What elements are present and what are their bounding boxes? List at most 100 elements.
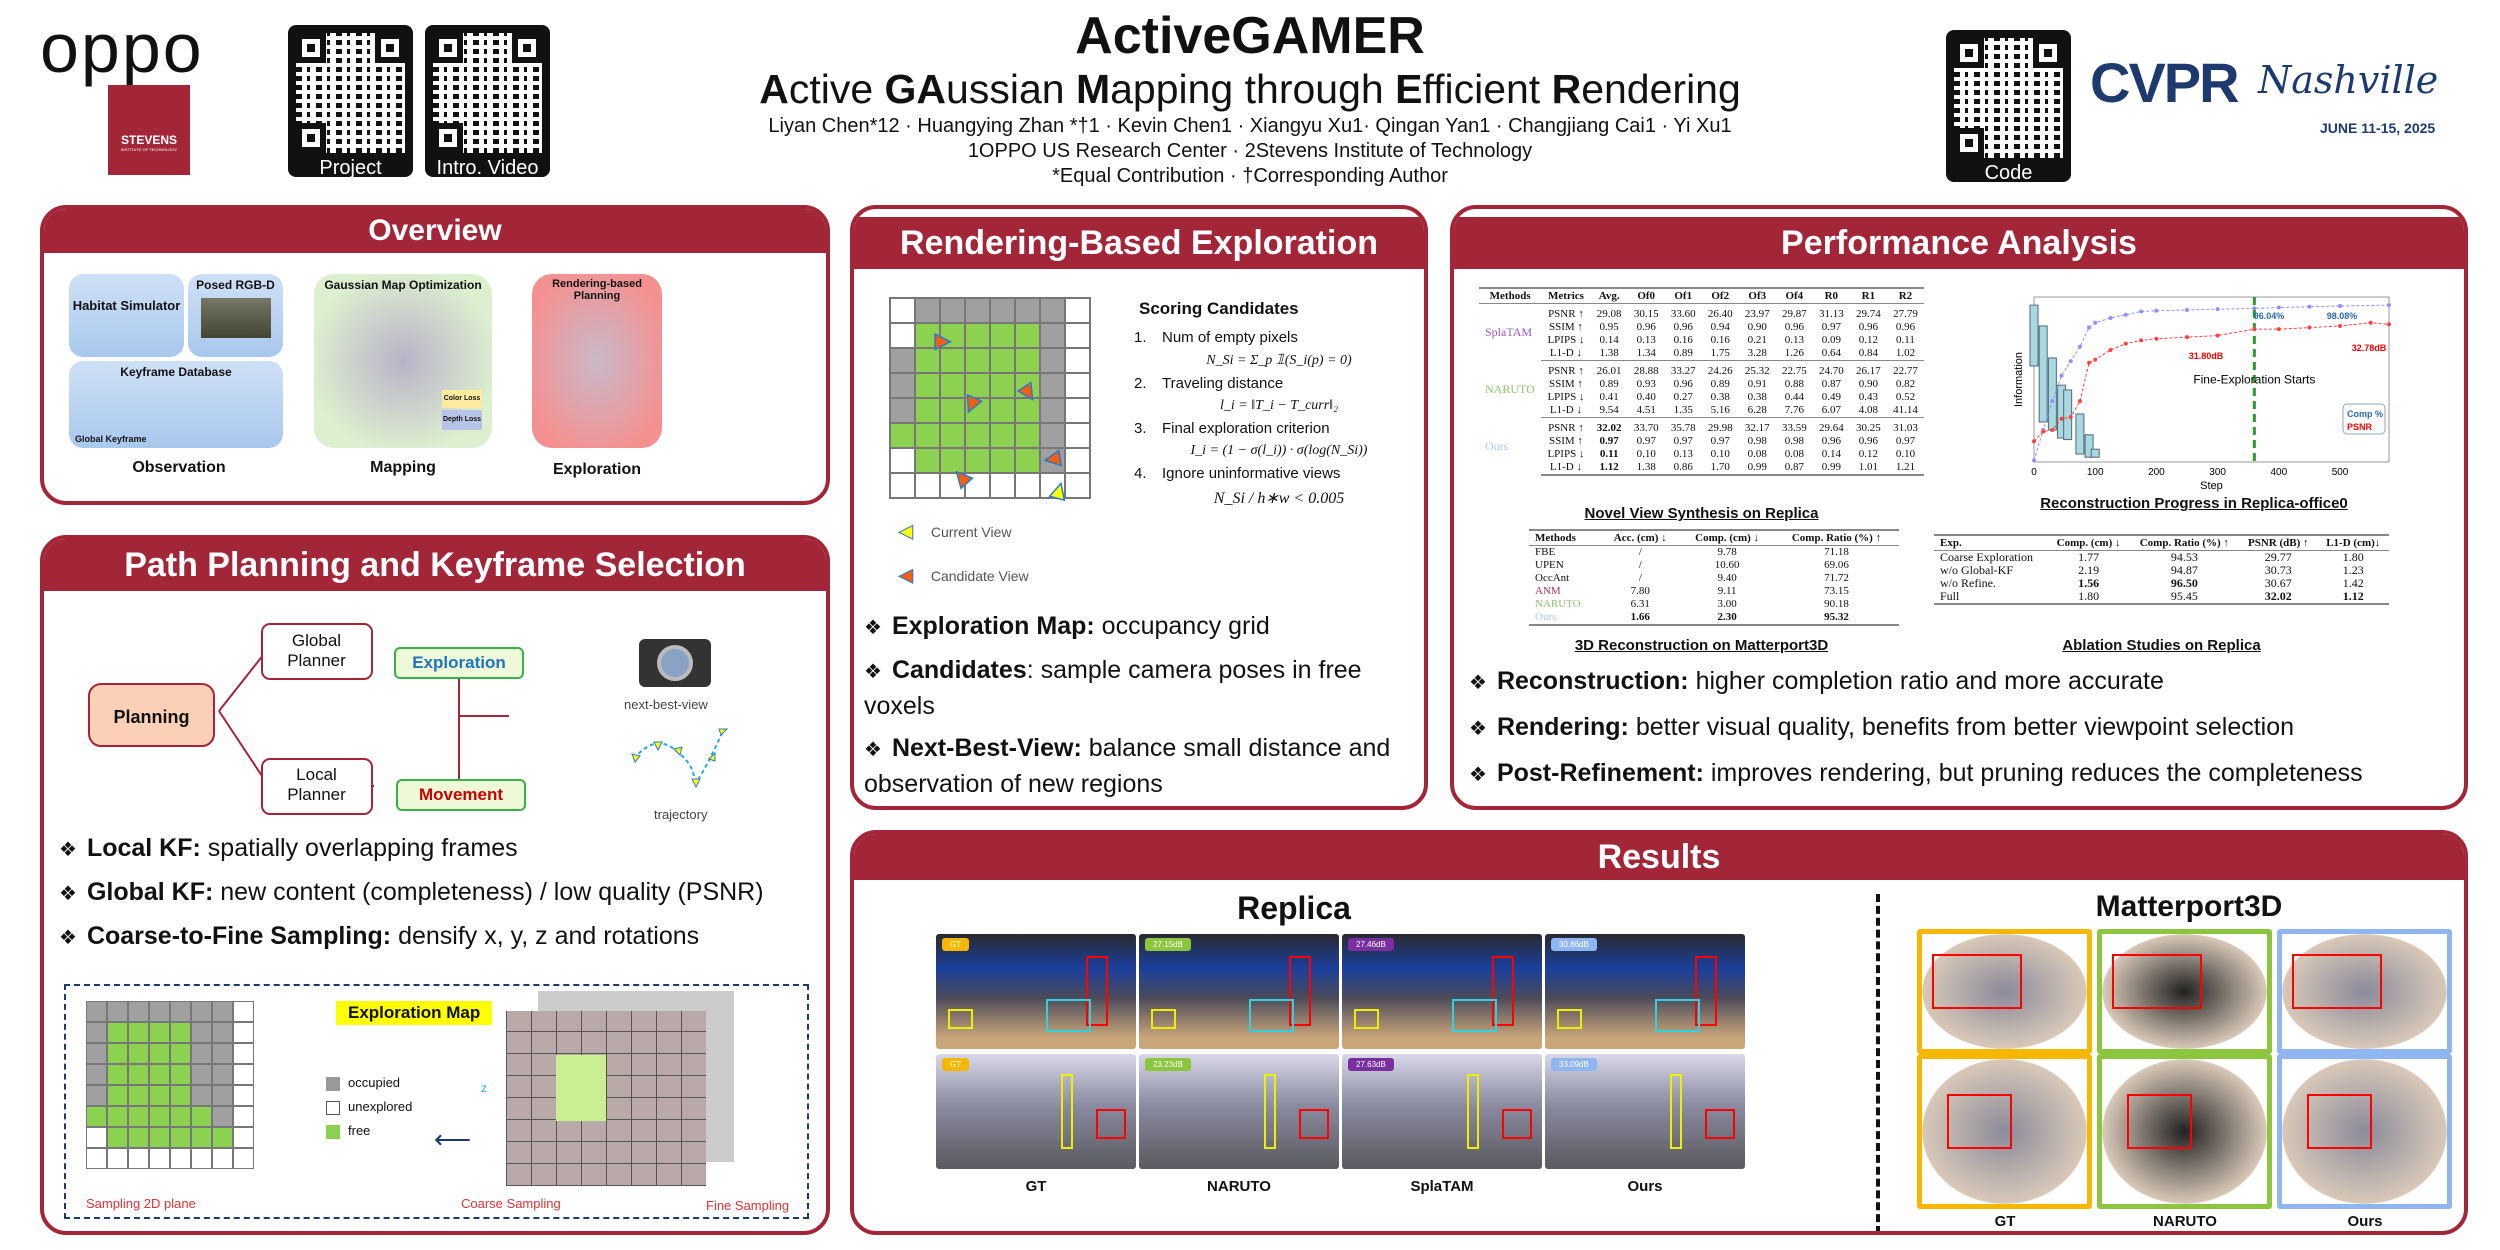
grid-cell xyxy=(170,1148,191,1169)
grid-cell xyxy=(1065,348,1090,373)
grid-cell xyxy=(990,298,1015,323)
boxplot xyxy=(2063,389,2073,441)
grid-cell xyxy=(212,1127,233,1148)
grid-cell xyxy=(86,1001,107,1022)
grid-cell xyxy=(128,1064,149,1085)
grid-cell xyxy=(191,1064,212,1085)
exploration-map-figure: Sampling 2D plane Exploration Map occupi… xyxy=(64,984,809,1219)
grid-cell xyxy=(149,1085,170,1106)
grid-cell xyxy=(1065,298,1090,323)
data-point xyxy=(2041,429,2046,434)
psnr-badge: 23.23dB xyxy=(1145,1058,1191,1071)
grid-cell xyxy=(1015,473,1040,498)
matterport-render xyxy=(1917,929,2092,1054)
global-planner-label: Global Planner xyxy=(287,631,346,670)
cvpr-text: CVPR xyxy=(2090,51,2240,114)
data-point xyxy=(2387,322,2391,327)
data-label: 96.04% xyxy=(2254,311,2285,321)
scoring-title: Scoring Candidates xyxy=(1139,299,1299,318)
grid-cell xyxy=(940,473,965,498)
grid-cell xyxy=(1065,398,1090,423)
data-point xyxy=(2368,320,2373,325)
bullet-reconstruction: ❖Reconstruction: higher completion ratio… xyxy=(1469,667,2164,695)
grid-cell xyxy=(965,398,990,423)
legend-entry: Comp % xyxy=(2347,409,2383,419)
sampling-2d-caption: Sampling 2D plane xyxy=(86,1196,196,1211)
qr-code-link[interactable]: Code xyxy=(1946,30,2071,184)
movement-node-label: Movement xyxy=(396,779,526,811)
replica-render: 27.63dB xyxy=(1342,1054,1542,1169)
arrow-left-icon: ⟵ xyxy=(434,1124,472,1154)
qr-label: Project Page xyxy=(319,157,382,202)
planning-node-label: Planning xyxy=(113,707,190,727)
grid-cell xyxy=(107,1043,128,1064)
data-point xyxy=(2032,458,2036,463)
stevens-logo: STEVENS INSTITUTE OF TECHNOLOGY xyxy=(108,85,190,175)
planning-title: Path Planning and Keyframe Selection xyxy=(44,539,826,591)
boxplot xyxy=(2090,448,2100,458)
grid-cell xyxy=(915,373,940,398)
matterport-column-label: GT xyxy=(1994,1213,2016,1230)
grid-cell xyxy=(170,1022,191,1043)
matterport-render xyxy=(1917,1054,2092,1209)
map-legend: occupied unexplored free xyxy=(326,1071,412,1143)
grid-cell xyxy=(990,448,1015,473)
rendering-panel: Rendering-Based Exploration ▶▶▶▶▶▶ ◀Curr… xyxy=(850,205,1428,810)
grid-cell xyxy=(1015,373,1040,398)
replica-render: 23.23dB xyxy=(1139,1054,1339,1169)
grid-cell xyxy=(128,1022,149,1043)
x-tick-label: 500 xyxy=(2332,467,2349,478)
grid-cell xyxy=(940,423,965,448)
grid-cell xyxy=(1065,373,1090,398)
data-point xyxy=(2123,312,2128,317)
matterport-render xyxy=(2277,929,2452,1054)
grid-cell xyxy=(86,1064,107,1085)
qr-project-page[interactable]: Project Page xyxy=(288,25,413,202)
data-point xyxy=(2276,305,2281,310)
psnr-badge: 27.15dB xyxy=(1145,938,1191,951)
data-point xyxy=(2276,327,2281,332)
z-axis-label: z xyxy=(481,1081,487,1095)
cvpr-dates: JUNE 11-15, 2025 xyxy=(2320,120,2436,136)
grid-cell xyxy=(233,1001,254,1022)
grid-cell xyxy=(170,1064,191,1085)
grid-cell xyxy=(890,298,915,323)
grid-cell xyxy=(990,323,1015,348)
grid-cell xyxy=(940,398,965,423)
grid-cell xyxy=(128,1148,149,1169)
data-point xyxy=(2154,308,2159,313)
grid-cell xyxy=(1015,423,1040,448)
psnr-badge: 27.63dB xyxy=(1348,1058,1394,1071)
qr-intro-video[interactable]: Intro. Video xyxy=(425,25,550,179)
data-point xyxy=(2093,357,2098,362)
data-point xyxy=(2252,327,2257,332)
grid-cell xyxy=(940,448,965,473)
exploration-map-title: Exploration Map xyxy=(336,1001,493,1025)
poster-title: ActiveGAMER xyxy=(1075,7,1425,65)
overview-panel: Overview Habitat Simulator Posed RGB-D K… xyxy=(40,205,830,505)
matterport-title: Matterport3D xyxy=(2095,890,2283,923)
candidate-view-icon: ◀ xyxy=(899,565,914,586)
grid-cell xyxy=(212,1106,233,1127)
grid-cell xyxy=(990,423,1015,448)
x-tick-label: 400 xyxy=(2270,467,2287,478)
grid-cell xyxy=(1065,323,1090,348)
grid-cell xyxy=(915,323,940,348)
grid-cell xyxy=(212,1148,233,1169)
data-point xyxy=(2123,341,2128,346)
legend-entry: PSNR xyxy=(2347,422,2373,432)
replica-render: 30.86dB xyxy=(1545,934,1745,1049)
data-point xyxy=(2252,306,2257,311)
stevens-name: STEVENS xyxy=(120,133,177,147)
grid-cell xyxy=(965,423,990,448)
grid-cell xyxy=(890,473,915,498)
candidate-view-icon: ▶ xyxy=(934,329,951,353)
